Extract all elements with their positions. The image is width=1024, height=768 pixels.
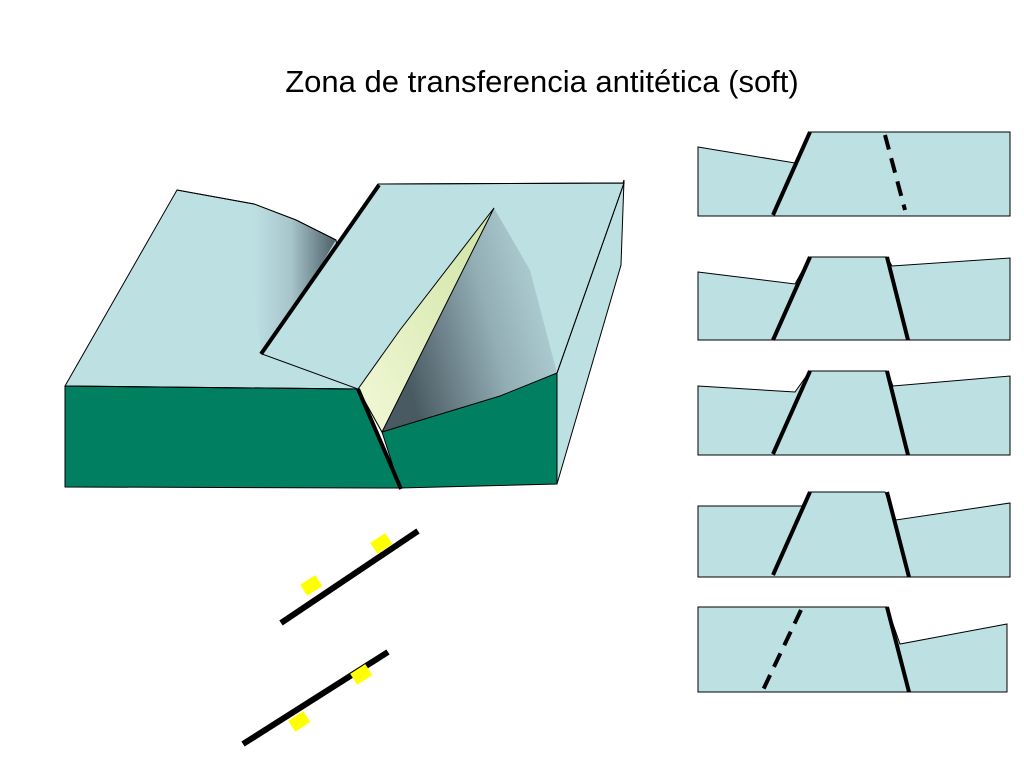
block-scarp-shading-left bbox=[254, 204, 336, 354]
slide-title: Zona de transferencia antitética (soft) bbox=[285, 64, 799, 99]
section-fault-left bbox=[771, 370, 812, 455]
map-fault-marker bbox=[370, 533, 393, 554]
section-fault-right bbox=[885, 256, 910, 341]
map-fault-marker bbox=[300, 575, 323, 596]
section-fault-right bbox=[885, 491, 911, 578]
cross-section-5 bbox=[697, 606, 1008, 693]
cross-section-4 bbox=[697, 491, 1011, 578]
section-fault-left bbox=[771, 256, 812, 341]
cross-section-1 bbox=[697, 131, 1011, 217]
section-block bbox=[697, 256, 1011, 341]
section-block bbox=[697, 131, 1011, 217]
section-fault-left bbox=[771, 131, 812, 216]
section-fault-left bbox=[771, 491, 812, 576]
map-fault-line bbox=[279, 528, 420, 626]
section-fault-left-dashed bbox=[761, 609, 803, 691]
map-symbol-lower bbox=[241, 649, 390, 747]
section-block bbox=[697, 606, 1008, 693]
cross-section-3 bbox=[697, 370, 1011, 456]
block-diagram bbox=[64, 179, 625, 490]
fault-trace-front bbox=[356, 388, 403, 490]
section-fault-right bbox=[885, 606, 911, 693]
map-symbol-upper bbox=[279, 528, 420, 626]
section-block bbox=[697, 370, 1011, 456]
block-front-face-left bbox=[64, 385, 401, 489]
cross-section-2 bbox=[697, 256, 1011, 341]
fault-trace-left bbox=[259, 183, 381, 356]
map-fault-marker bbox=[288, 711, 311, 732]
section-block bbox=[697, 491, 1011, 578]
section-fault-right bbox=[885, 370, 910, 456]
section-fault-right-dashed bbox=[883, 134, 907, 211]
map-fault-marker bbox=[350, 664, 373, 685]
block-fault-plane bbox=[357, 207, 495, 434]
block-scarp-shading-right bbox=[382, 208, 557, 432]
